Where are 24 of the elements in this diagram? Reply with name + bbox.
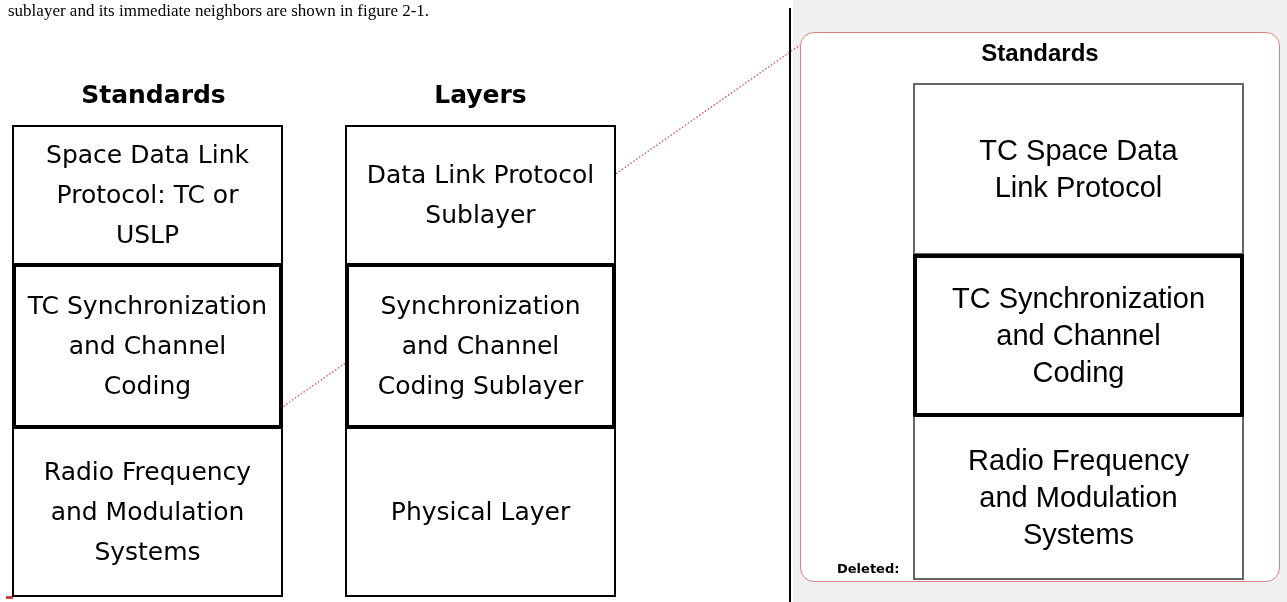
layer-box [345,125,616,265]
heading: Standards [980,39,1100,67]
column-heading: Standards [80,80,227,109]
box-text: TC Synchronization and Channel Coding [950,281,1207,390]
column-heading: Layers [433,80,528,109]
box-text: Physical Layer [389,496,572,528]
layer-box [12,427,283,597]
comment-balloon [800,32,1280,582]
box-text: TC Space Data Link Protocol [978,133,1179,205]
box-text: Space Data Link Protocol: TC or USLP [45,139,250,251]
layer-box [345,263,616,429]
body-text: sublayer and its immediate neighbors are shown in figure 2-1. [8,1,431,21]
deleted-label: Deleted: [837,561,900,576]
layer-box [345,427,616,597]
box-text: Synchronization and Channel Coding Sublayer [376,290,585,402]
layer-box [913,415,1244,580]
layer-box [12,125,283,265]
box-text: TC Synchronization and Channel Coding [26,290,269,402]
box-text: Radio Frequency and Modulation Systems [967,443,1190,552]
layer-box [12,263,283,429]
layer-box [913,83,1244,255]
box-text: Data Link Protocol Sublayer [365,159,596,231]
box-text: Radio Frequency and Modulation Systems [42,456,253,568]
layer-box [913,254,1244,417]
